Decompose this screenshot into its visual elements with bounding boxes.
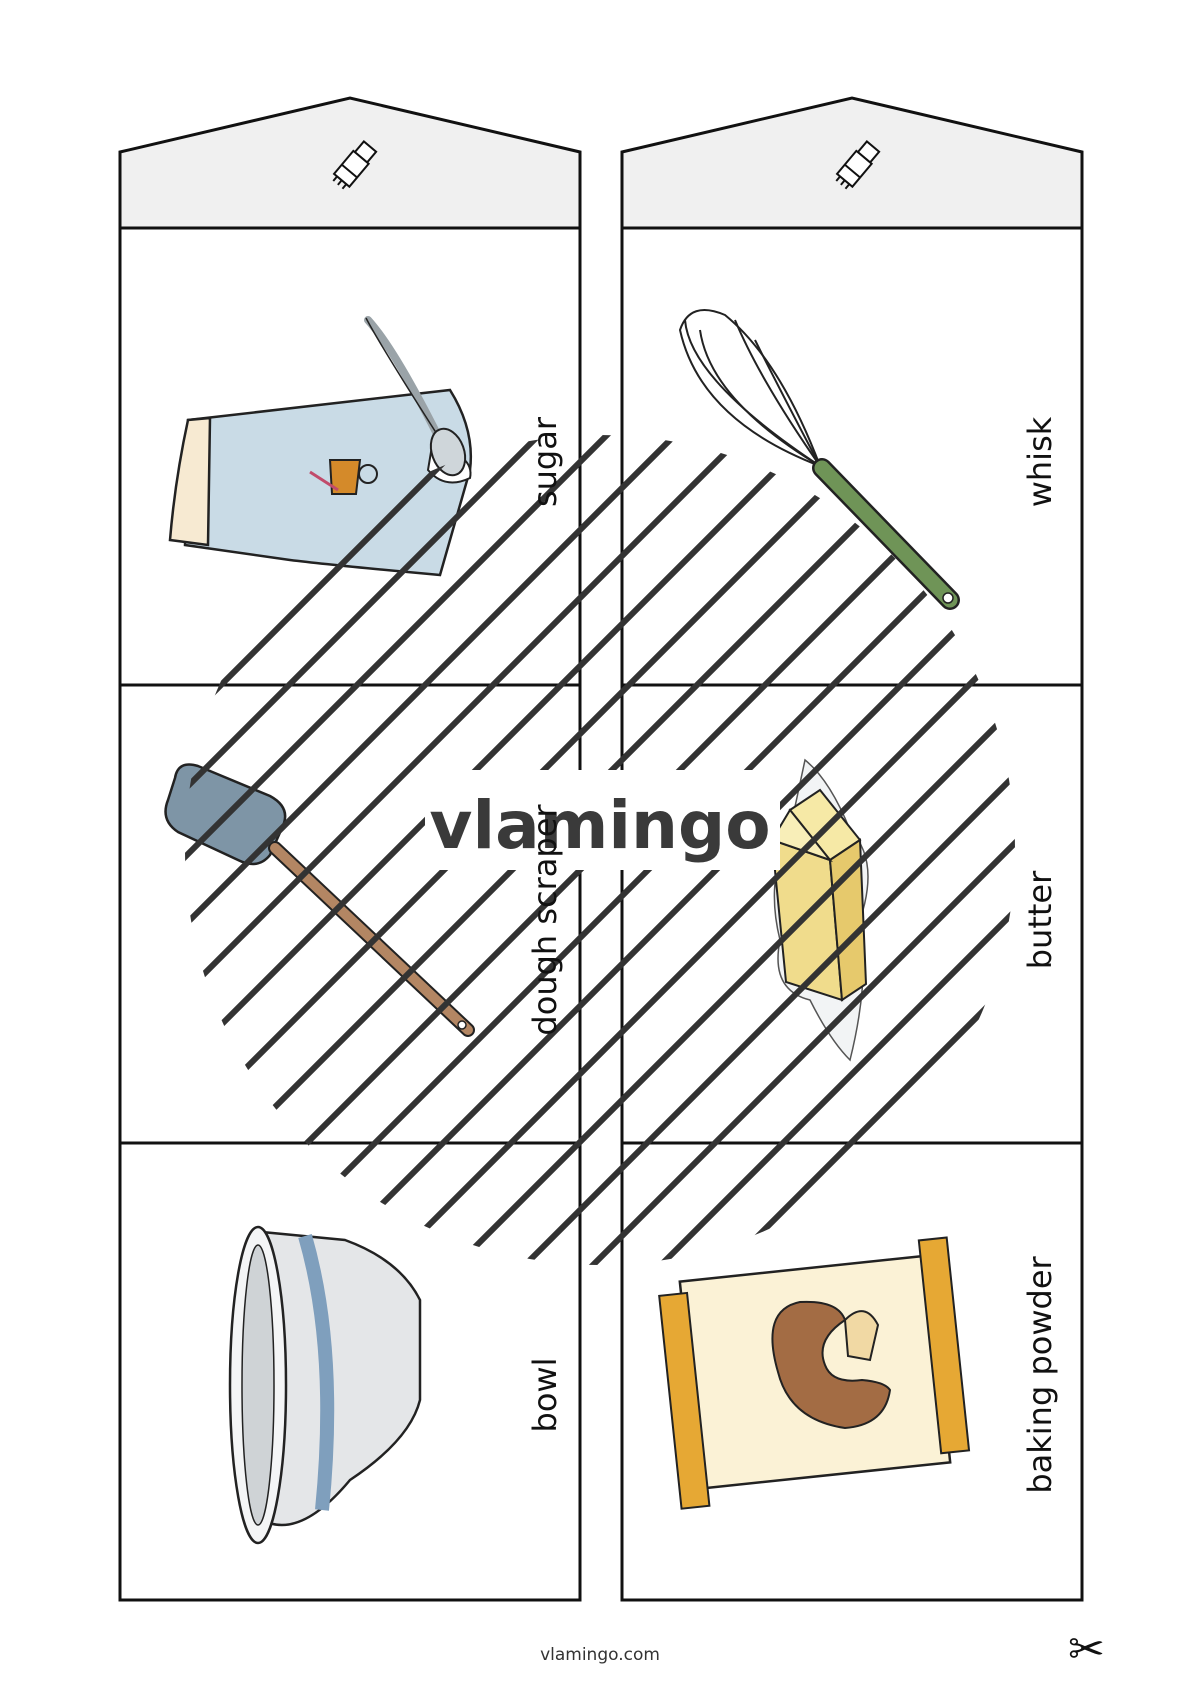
watermark-hatch-line xyxy=(185,435,899,1149)
butter-icon xyxy=(770,758,869,1062)
watermark-hatch-line xyxy=(335,585,1015,1265)
glue-stick-icon xyxy=(835,139,881,190)
bowl-icon xyxy=(228,1225,422,1545)
scissors-icon: ✂ xyxy=(1068,1624,1105,1675)
baking-powder-icon xyxy=(658,1236,971,1510)
watermark-hatch-line xyxy=(301,551,1015,1265)
right-strip xyxy=(620,96,1084,1602)
watermark-hatch-line xyxy=(185,435,831,1081)
sugar-bag-icon xyxy=(168,316,473,577)
watermark-hatch-line xyxy=(185,435,967,1217)
footer-url: vlamingo.com xyxy=(540,1645,660,1665)
watermark-hatch-line xyxy=(185,435,1001,1251)
watermark-hatch-line xyxy=(369,619,1015,1265)
card-label-baking-powder: baking powder xyxy=(1021,1256,1059,1494)
left-strip-frame xyxy=(118,226,582,1602)
whisk-icon xyxy=(678,309,960,610)
card-label-bowl: bowl xyxy=(526,1357,564,1433)
watermark-hatch-line xyxy=(185,435,933,1183)
right-strip-frame xyxy=(620,226,1084,1602)
watermark-hatch-line xyxy=(267,517,1015,1265)
left-strip xyxy=(118,96,582,1602)
watermark-hatch-line xyxy=(185,435,865,1115)
glue-stick-icon xyxy=(332,139,378,190)
card-label-sugar: sugar xyxy=(526,416,564,508)
watermark-logo: vlamingo xyxy=(429,787,770,864)
card-label-butter: butter xyxy=(1021,870,1059,970)
card-label-whisk: whisk xyxy=(1021,416,1059,508)
card-label-dough-scraper: dough scraper xyxy=(526,804,564,1036)
watermark-hatch-line xyxy=(199,449,1015,1265)
watermark-hatch-line xyxy=(233,483,1015,1265)
